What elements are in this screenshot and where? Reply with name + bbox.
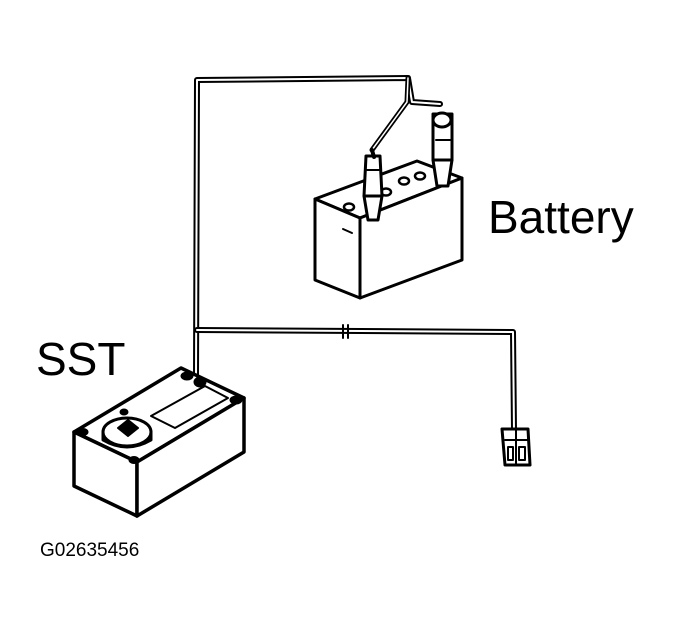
sst-label: SST [36,333,126,385]
connector-cable [194,324,517,433]
main-cable [193,75,443,381]
battery-label: Battery [488,191,634,243]
sst-tester-icon [72,366,246,518]
connector-plug-icon [500,427,532,467]
alligator-clip-icon [362,148,384,222]
figure-code: G02635456 [40,540,140,561]
alligator-clip-icon [431,111,454,188]
battery-icon [313,159,464,300]
